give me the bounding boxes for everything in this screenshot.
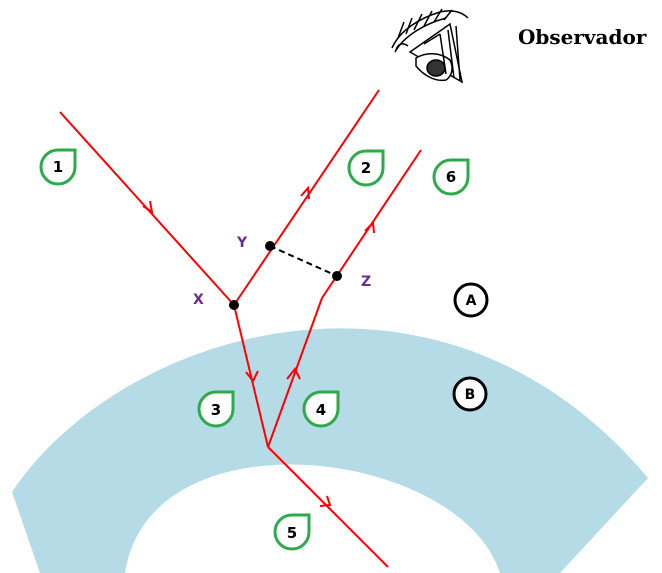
ray-tag-1: 1 [39, 148, 77, 186]
ray-4 [267, 297, 323, 448]
svg-text:4: 4 [316, 401, 326, 419]
point-x-label: X [193, 292, 204, 308]
observer-eye-icon [391, 8, 469, 84]
ray-3 [233, 304, 269, 448]
ray-5-arrow [319, 495, 332, 507]
svg-text:1: 1 [53, 158, 63, 176]
svg-text:2: 2 [361, 159, 371, 177]
medium-b-badge: B [452, 376, 488, 412]
ray-tag-3: 3 [197, 390, 235, 428]
medium-b-region [12, 328, 648, 573]
ray-6-arrow [364, 220, 375, 234]
ray-tag-5: 5 [273, 513, 311, 551]
svg-text:A: A [466, 293, 477, 309]
point-y-dot [265, 241, 275, 251]
ray-5 [267, 446, 389, 568]
point-x-dot [229, 300, 239, 310]
point-z-label: Z [361, 274, 371, 290]
point-y-label: Y [236, 235, 248, 251]
point-z-dot [332, 271, 342, 281]
ray-2 [233, 89, 380, 306]
yz-dashed-line [269, 245, 338, 277]
svg-text:B: B [465, 387, 476, 403]
svg-text:5: 5 [287, 524, 297, 542]
ray-2-arrow [300, 185, 310, 200]
svg-text:3: 3 [211, 401, 221, 419]
medium-a-badge: A [453, 282, 489, 318]
svg-text:6: 6 [446, 168, 456, 186]
ray-tag-4: 4 [302, 390, 340, 428]
ray-tag-2: 2 [347, 149, 385, 187]
observer-label: Observador [518, 25, 647, 49]
ray-1-arrow [142, 200, 154, 215]
ray-3-arrow [245, 370, 259, 383]
ray-tag-6: 6 [432, 158, 470, 196]
ray-4-arrow [286, 367, 301, 380]
